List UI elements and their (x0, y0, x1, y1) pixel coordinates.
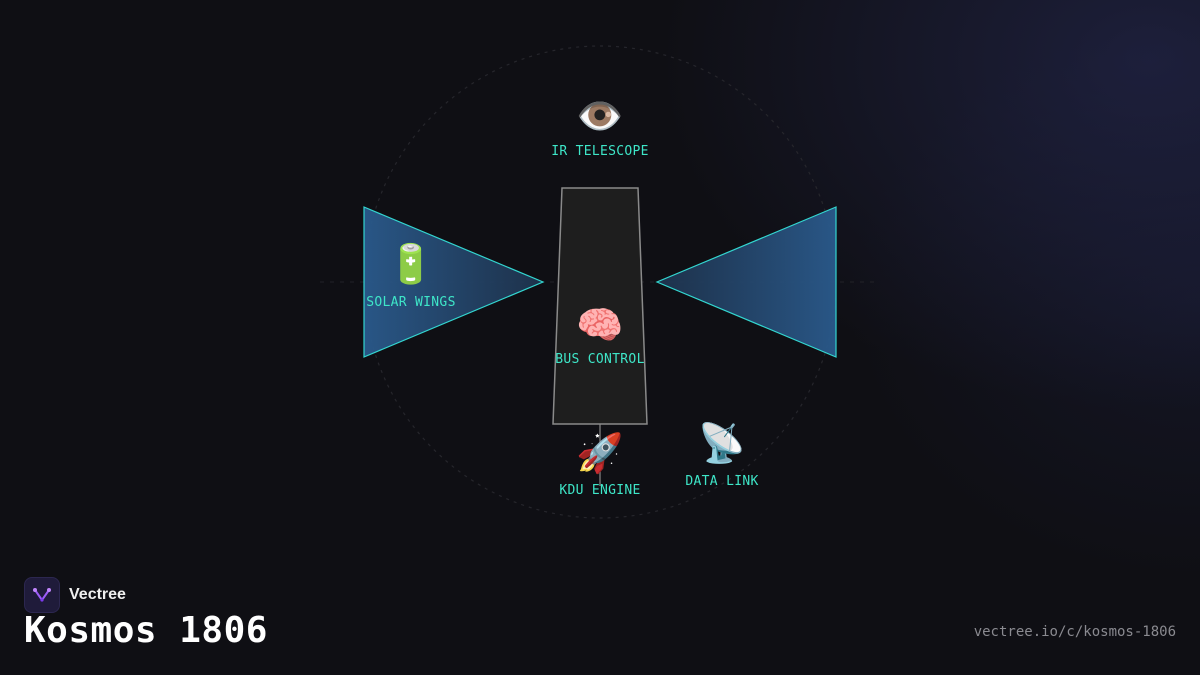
eye-icon: 👁️ (576, 94, 624, 138)
satellite-dish-icon: 📡 (698, 421, 746, 465)
label-bus-control: BUS CONTROL (555, 352, 645, 367)
solar-wing-left (363, 206, 545, 358)
brand: Vectree (24, 577, 126, 613)
vectree-logo-icon (24, 577, 60, 613)
bus-body (552, 187, 648, 425)
rocket-icon: 🚀 (576, 431, 624, 475)
label-kdu-engine: KDU ENGINE (559, 483, 641, 498)
label-data-link: DATA LINK (685, 474, 759, 489)
solar-wing-right (655, 206, 837, 358)
source-url[interactable]: vectree.io/c/kosmos-1806 (973, 624, 1176, 640)
brand-name: Vectree (69, 586, 126, 603)
label-ir-telescope: IR TELESCOPE (551, 144, 649, 159)
page-title: Kosmos 1806 (24, 610, 268, 651)
label-solar-wings: SOLAR WINGS (366, 295, 456, 310)
brain-icon: 🧠 (576, 303, 624, 347)
battery-icon: 🔋 (387, 242, 435, 286)
